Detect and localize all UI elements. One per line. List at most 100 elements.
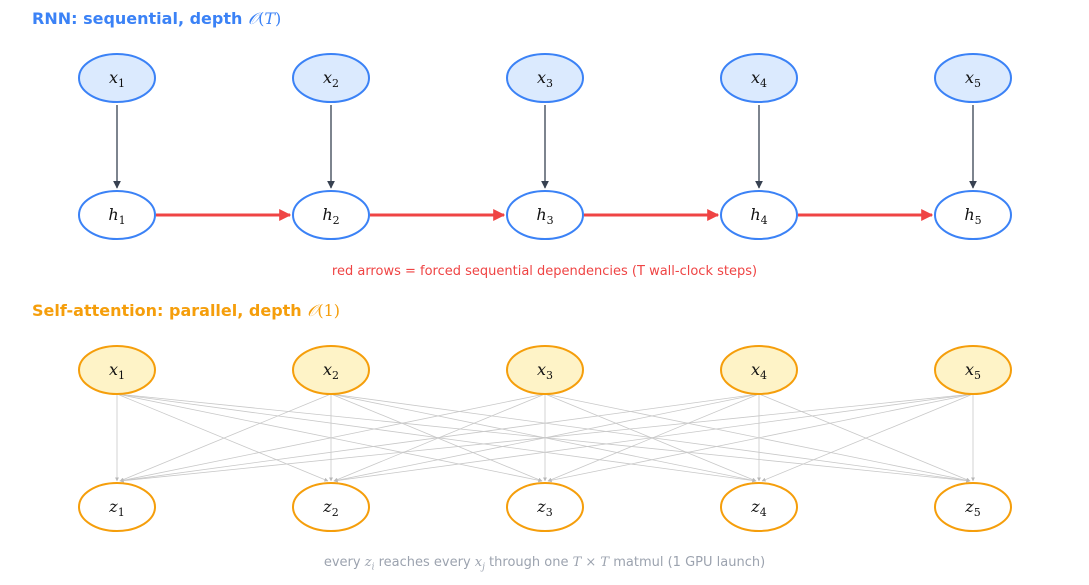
rnn-title-arg: T [264,9,275,28]
rnn-hidden-node-3-sub: 3 [547,214,554,227]
attention-edge-2-3 [330,393,543,482]
rnn-input-node-5-label: x5 [965,68,981,90]
attention-output-node-5: z5 [934,482,1012,532]
rnn-input-node-3-var: x [537,68,546,87]
rnn-input-node-1: x1 [78,53,156,103]
rnn-input-node-1-ellipse [78,53,156,103]
rnn-input-node-3: x3 [506,53,584,103]
rnn-input-node-4-ellipse [720,53,798,103]
attention-output-node-1-sub: 1 [118,506,125,519]
rnn-input-node-2: x2 [292,53,370,103]
rnn-input-node-2-sub: 2 [332,77,339,90]
attention-edge-3-1 [119,393,546,483]
rnn-hidden-node-3-ellipse [506,190,584,240]
attention-edge-5-1 [119,393,974,483]
attention-output-node-2-ellipse [292,482,370,532]
rnn-hidden-node-1: h1 [78,190,156,240]
rnn-hidden-node-2-label: h2 [322,205,339,227]
rnn-input-node-4-label: x4 [751,68,767,90]
rnn-input-node-4-var: x [751,68,760,87]
rnn-title-close-paren: ) [274,9,282,28]
rnn-input-node-5-var: x [965,68,974,87]
attention-edge-5-4 [761,393,974,482]
attention-input-node-1-sub: 1 [118,369,125,382]
rnn-caption: red arrows = forced sequential dependenc… [331,264,758,279]
rnn-hidden-node-4-label: h4 [750,205,767,227]
attention-input-node-3-sub: 3 [546,369,553,382]
rnn-input-node-5-sub: 5 [974,77,981,90]
rnn-hidden-node-1-sub: 1 [119,214,126,227]
rnn-hidden-node-1-ellipse [78,190,156,240]
attention-input-node-2-var: x [323,360,332,379]
rnn-title-open-paren: ( [258,9,265,28]
attention-output-node-2-label: z2 [322,497,338,519]
attention-title-open-paren: ( [317,301,324,320]
rnn-hidden-node-3-var: h [536,205,546,224]
caption-zi-sub: i [371,562,375,573]
attention-output-node-5-var: z [964,497,974,516]
attention-input-node-1-var: x [109,360,118,379]
caption-part1: every [323,555,365,570]
rnn-input-node-5-ellipse [934,53,1012,103]
attention-output-node-2: z2 [292,482,370,532]
attention-edge-2-1 [119,393,332,482]
attention-input-node-4: x4 [720,345,798,395]
attention-edge-5-3 [547,393,974,483]
attention-input-node-3-var: x [537,360,546,379]
attention-title-complexity: 𝒪 [307,301,318,320]
attention-input-node-2-ellipse [292,345,370,395]
attention-output-node-1-var: z [108,497,118,516]
rnn-hidden-node-5-ellipse [934,190,1012,240]
caption-part4: matmul (1 GPU launch) [609,555,766,570]
attention-input-node-2: x2 [292,345,370,395]
attention-input-node-2-sub: 2 [332,369,339,382]
attention-output-node-2-var: z [322,497,332,516]
attention-input-node-3-label: x3 [537,360,553,382]
attention-output-node-3-sub: 3 [546,506,553,519]
caption-txt: T × T [572,555,610,570]
attention-edge-1-3 [116,393,543,483]
rnn-title-complexity: 𝒪 [247,9,259,28]
attention-title-arg: 1 [323,301,334,320]
attention-title-text: Self-attention: parallel, depth [32,301,308,320]
attention-output-node-5-ellipse [934,482,1012,532]
rnn-hidden-node-3-label: h3 [536,205,553,227]
attention-output-node-3-label: z3 [536,497,552,519]
attention-title-close-paren: ) [333,301,341,320]
attention-output-node-4-var: z [750,497,760,516]
attention-output-node-5-sub: 5 [974,506,981,519]
attention-output-node-4-ellipse [720,482,798,532]
rnn-hidden-node-4-sub: 4 [761,214,768,227]
rnn-hidden-node-4: h4 [720,190,798,240]
rnn-input-node-2-label: x2 [323,68,339,90]
attention-edge-3-5 [544,393,971,483]
rnn-hidden-node-2-var: h [322,205,332,224]
rnn-hidden-node-3: h3 [506,190,584,240]
edges-layer [113,105,977,483]
rnn-input-node-5: x5 [934,53,1012,103]
attention-output-node-4: z4 [720,482,798,532]
rnn-input-node-3-label: x3 [537,68,553,90]
rnn-hidden-node-5-var: h [964,205,974,224]
attention-edge-5-2 [333,393,974,483]
attention-output-node-3-ellipse [506,482,584,532]
rnn-hidden-node-5-sub: 5 [975,214,982,227]
rnn-hidden-node-4-ellipse [720,190,798,240]
attention-input-node-5: x5 [934,345,1012,395]
rnn-hidden-node-2: h2 [292,190,370,240]
attention-input-node-4-label: x4 [751,360,767,382]
attention-output-node-1-label: z1 [108,497,124,519]
rnn-input-node-2-var: x [323,68,332,87]
caption-xj: x [474,555,483,570]
caption-part2: reaches every [374,555,475,570]
caption-part3: through one [484,555,573,570]
attention-edge-3-4 [544,393,757,482]
rnn-hidden-node-1-var: h [108,205,118,224]
rnn-input-node-4-sub: 4 [760,77,767,90]
attention-edge-4-1 [119,393,760,483]
rnn-hidden-node-2-ellipse [292,190,370,240]
attention-output-node-5-label: z5 [964,497,980,519]
attention-title: Self-attention: parallel, depth 𝒪(1) [32,301,340,321]
